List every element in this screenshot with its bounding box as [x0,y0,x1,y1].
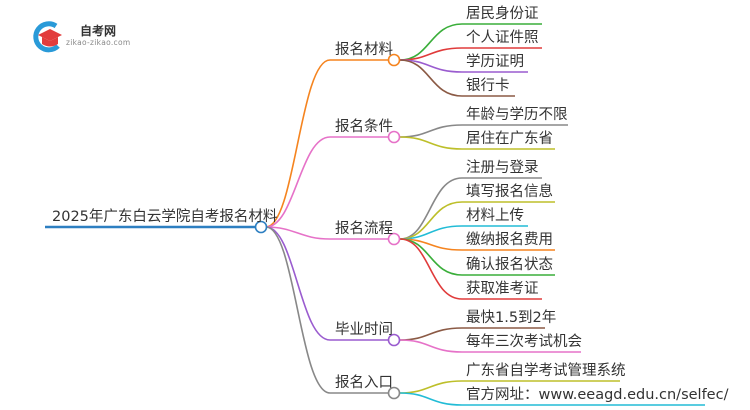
leaf-label: 确认报名状态 [466,257,553,273]
branch-line [265,59,388,228]
branch-node[interactable] [387,130,401,144]
leaf-label: 个人证件照 [466,30,539,46]
leaf-line [399,225,528,240]
branch-line [265,226,388,341]
leaf-line [399,136,555,150]
leaf-label: 最快1.5到2年 [466,310,557,326]
logo-title: 自考网 [80,24,117,38]
leaf-label: 广东省自学考试管理系统 [466,363,626,379]
leaf-line [399,23,542,61]
leaf-label: 银行卡 [466,78,510,94]
branch-node[interactable] [387,232,401,246]
leaf-line [399,177,542,240]
leaf-label: 填写报名信息 [466,184,553,200]
leaf-label: 材料上传 [466,208,524,224]
branch-node[interactable] [387,333,401,347]
leaf-line [399,238,555,251]
leaf-line [399,59,528,73]
leaf-label: 居民身份证 [466,6,539,22]
leaf-label: 年龄与学历不限 [466,107,568,123]
branch-label: 报名条件 [335,119,393,135]
branch-label: 报名入口 [335,375,393,391]
leaf-line [399,339,581,353]
leaf-line [399,47,542,61]
root-node[interactable] [254,220,268,234]
branch-line [265,226,388,394]
branch-node[interactable] [387,386,401,400]
leaf-line [399,59,515,97]
leaf-line [399,380,620,394]
leaf-label: 缴纳报名费用 [466,232,553,248]
leaf-line [399,201,555,240]
leaf-label: 居住在广东省 [466,131,553,147]
root-label: 2025年广东白云学院自考报名材料 [52,209,278,225]
leaf-label: 每年三次考试机会 [466,334,582,350]
branch-label: 毕业时间 [335,322,393,338]
leaf-line [399,327,545,341]
leaf-label: 注册与登录 [466,160,539,176]
leaf-line [399,392,705,406]
leaf-line [399,238,542,300]
leaf-label: 官方网址：www.eeagd.edu.cn/selfec/ [466,387,729,403]
branch-node[interactable] [387,53,401,67]
logo-url: zikao-zikao.com [66,38,131,47]
branch-line [265,136,388,228]
leaf-line [399,124,568,138]
leaf-label: 获取准考证 [466,281,539,297]
logo-icon [33,21,62,53]
leaf-label: 学历证明 [466,54,524,70]
branch-label: 报名流程 [335,221,393,237]
logo [30,20,140,54]
branch-label: 报名材料 [335,42,393,58]
branch-line [265,226,388,240]
